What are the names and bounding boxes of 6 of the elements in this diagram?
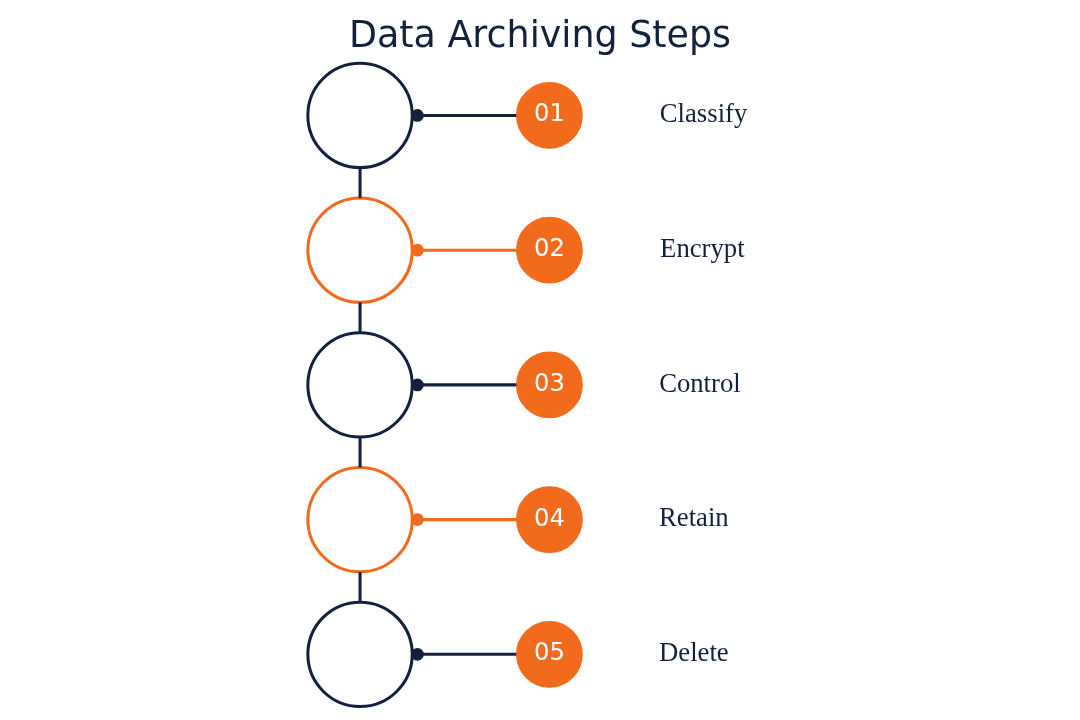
diagram-title: Data Archiving Steps xyxy=(348,13,732,57)
node-label: Retain xyxy=(659,502,729,533)
node-label: Encrypt xyxy=(660,232,745,263)
node-label: Classify xyxy=(659,98,748,129)
node-label: Control xyxy=(659,367,741,398)
node-label: Delete xyxy=(659,637,729,668)
